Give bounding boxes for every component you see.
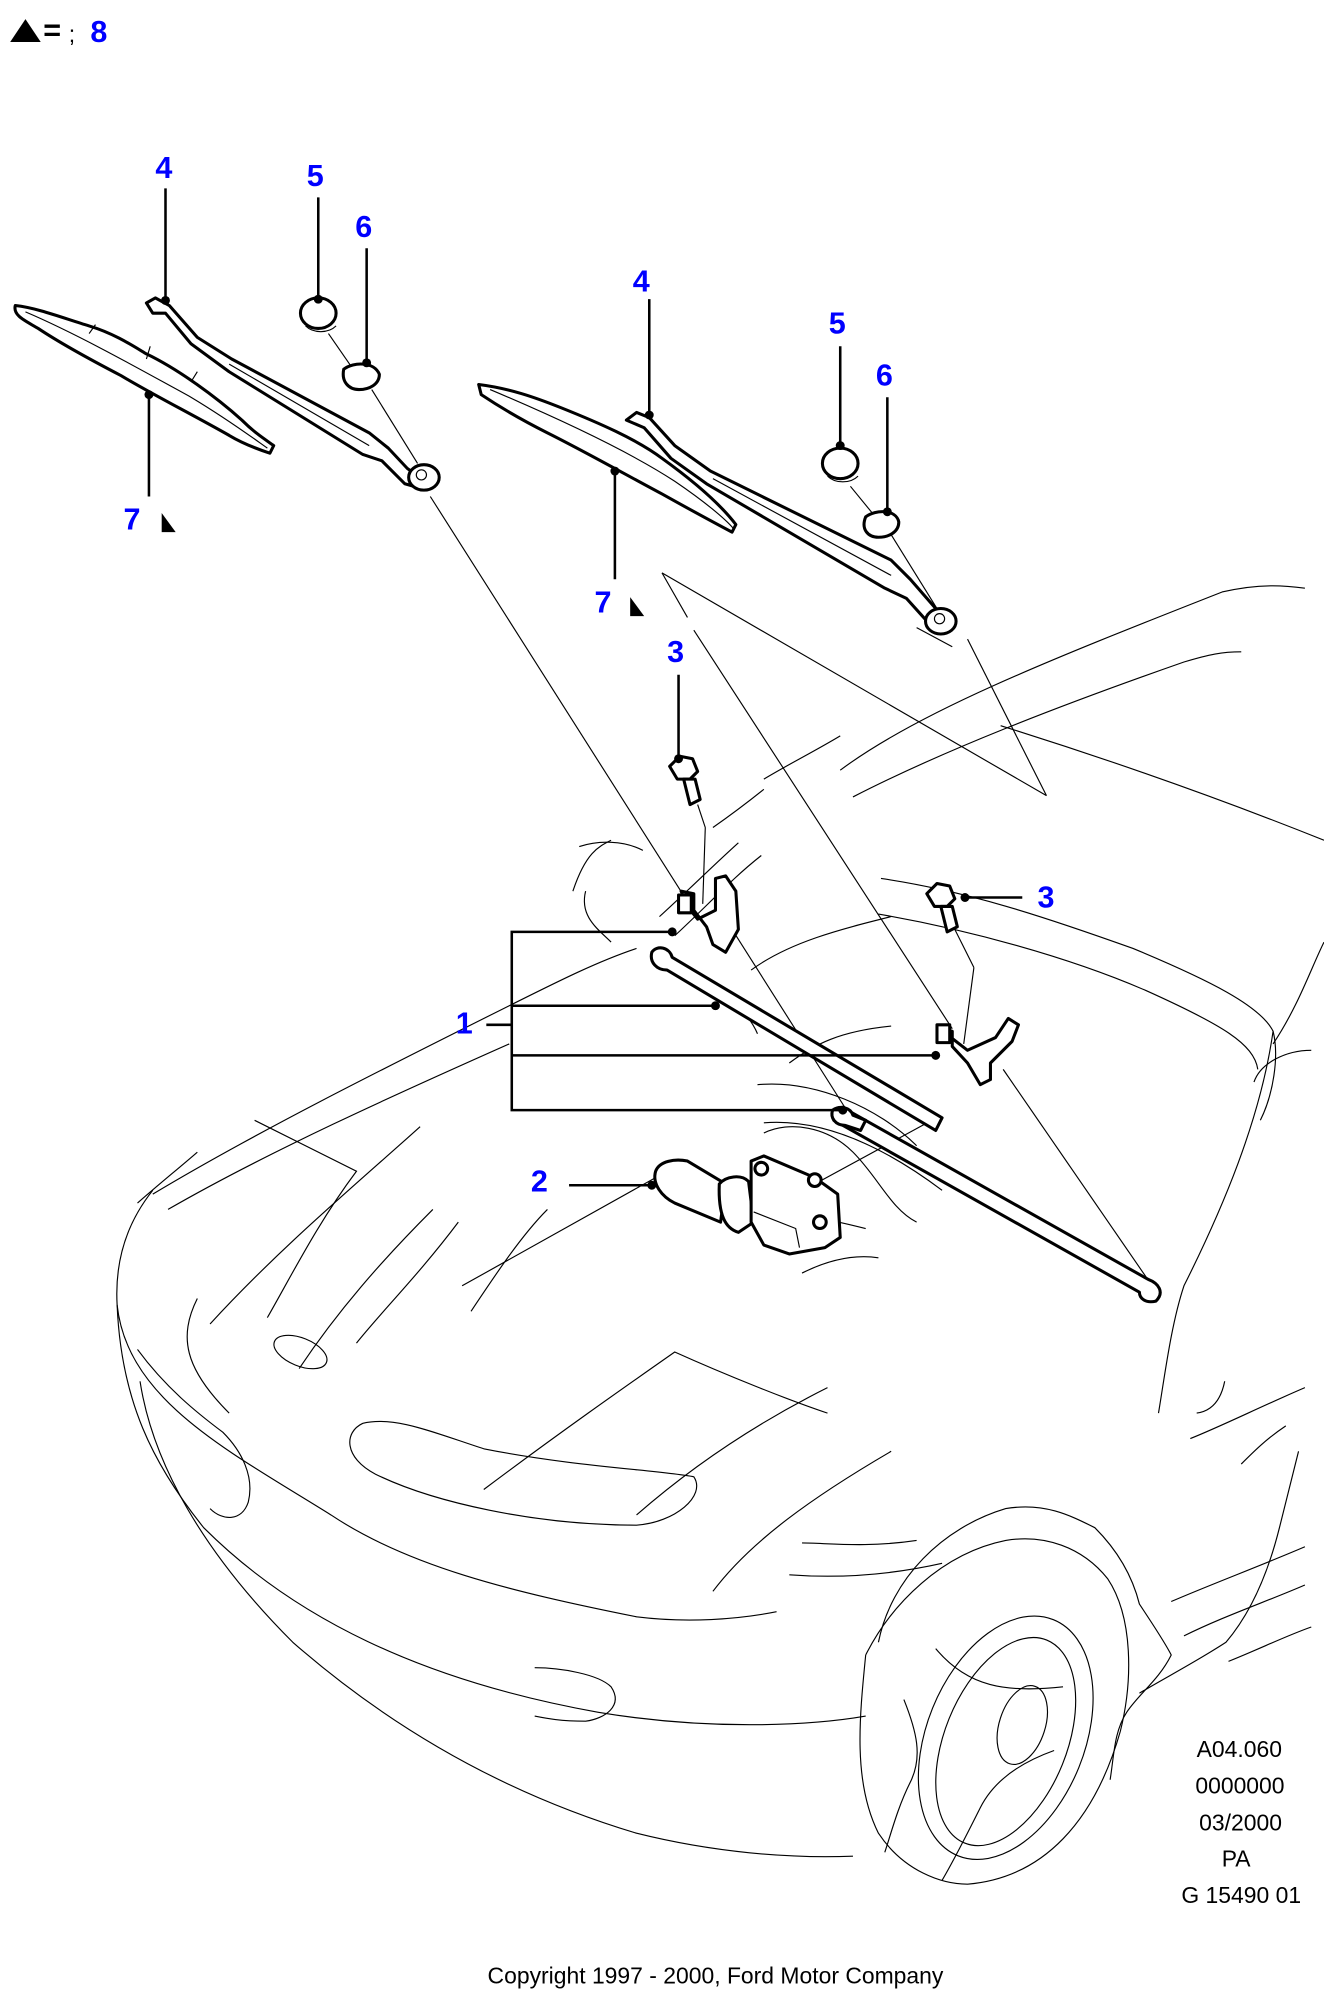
info-line-4: PA — [1222, 1845, 1252, 1871]
info-line-1: A04.060 — [1197, 1736, 1282, 1762]
car-body-outline — [116, 585, 1324, 1885]
callout-left-wiper-arm[interactable]: 4 — [155, 151, 172, 185]
right-cap[interactable] — [820, 446, 860, 483]
callout-motor[interactable]: 2 — [531, 1165, 548, 1199]
triangle-icon — [10, 19, 41, 43]
left-wiper-arm[interactable] — [144, 296, 441, 492]
callout-right-wiper-arm[interactable]: 4 — [633, 265, 650, 299]
callout-right-nut[interactable]: 6 — [876, 359, 893, 393]
left-bolt[interactable] — [668, 754, 702, 807]
right-bolt[interactable] — [925, 881, 959, 934]
callout-right-blade[interactable]: 7 — [595, 585, 612, 619]
callout-labels: 4 5 6 7 4 5 6 7 3 3 1 2 — [123, 151, 1054, 1198]
wiper-motor[interactable] — [653, 1154, 842, 1256]
left-wiper-blade[interactable] — [13, 304, 276, 455]
callout-linkage[interactable]: 1 — [456, 1007, 473, 1041]
callout-left-bolt[interactable]: 3 — [667, 635, 684, 669]
right-wiper-arm[interactable] — [624, 410, 958, 636]
right-wiper-blade[interactable] — [477, 382, 738, 534]
wiper-linkage[interactable] — [649, 874, 1162, 1304]
legend: = ; 8 — [10, 14, 107, 49]
drawing-info-block: A04.060 0000000 03/2000 PA G 15490 01 — [1181, 1736, 1301, 1908]
projection-lines — [429, 496, 1153, 1287]
copyright-text: Copyright 1997 - 2000, Ford Motor Compan… — [488, 1962, 944, 1988]
legend-ref-number: 8 — [90, 15, 107, 49]
callout-right-cap[interactable]: 5 — [829, 307, 846, 341]
callout-left-blade[interactable]: 7 — [123, 503, 140, 537]
legend-separator: ; — [69, 21, 75, 47]
info-line-3: 03/2000 — [1199, 1810, 1282, 1836]
callout-right-bolt[interactable]: 3 — [1038, 881, 1055, 915]
info-line-5: G 15490 01 — [1181, 1882, 1301, 1908]
callout-left-nut[interactable]: 6 — [355, 210, 372, 244]
callout-left-cap[interactable]: 5 — [307, 159, 324, 193]
info-line-2: 0000000 — [1195, 1773, 1284, 1799]
legend-equals: = — [43, 14, 61, 48]
triangle-marker-icon — [161, 513, 176, 533]
callout-leaders — [144, 188, 1023, 1190]
triangle-marker-icon — [630, 597, 645, 617]
